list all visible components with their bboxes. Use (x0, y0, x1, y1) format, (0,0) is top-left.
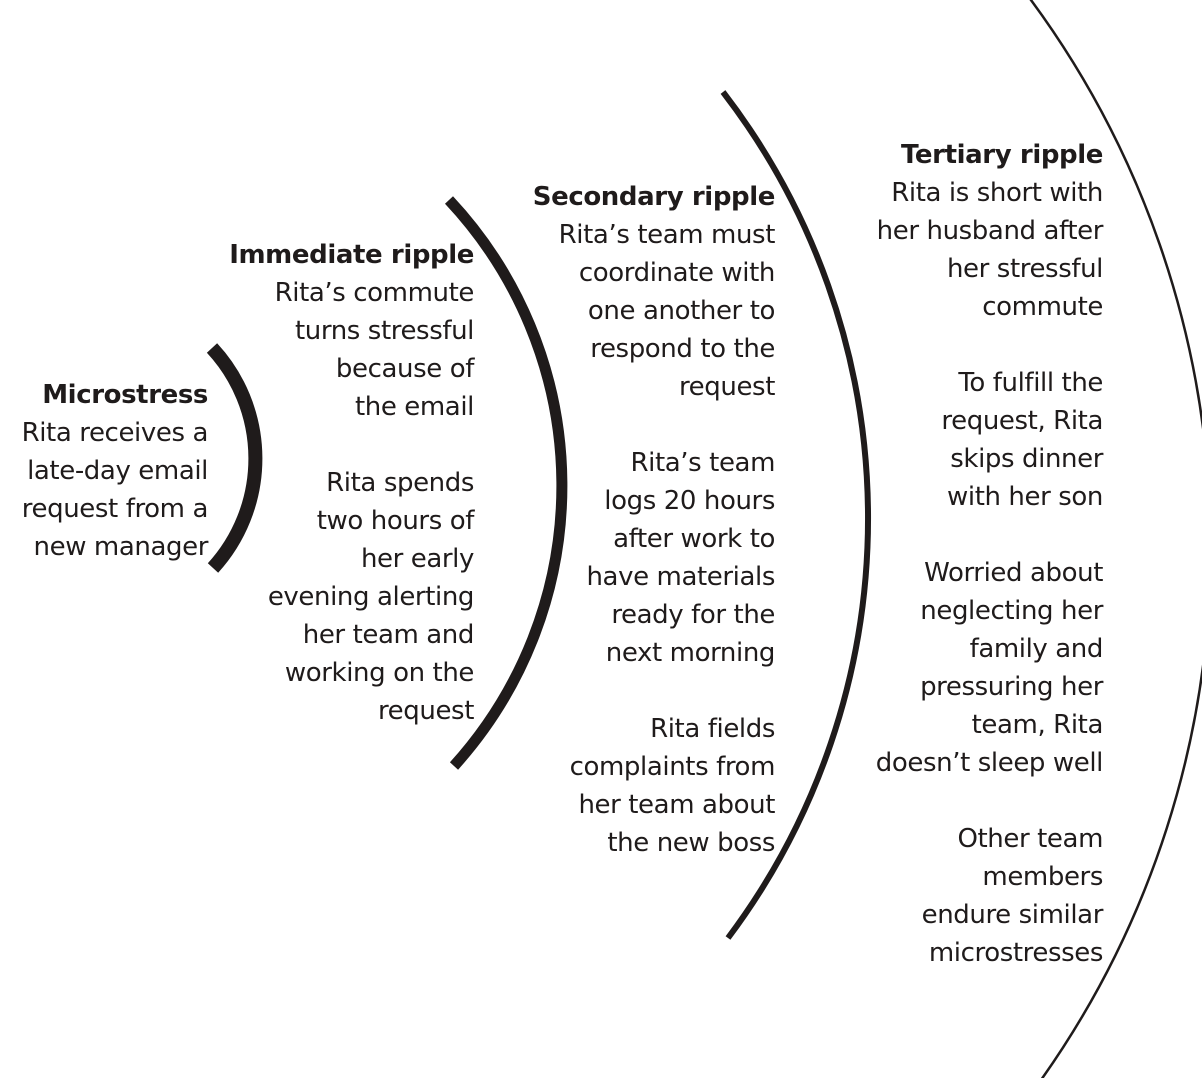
tertiary-ripple-paragraph: Rita is short with her husband after her… (876, 178, 1104, 322)
microstress-arc (206, 343, 263, 573)
secondary-ripple-paragraph: Rita’s team must coordinate with one ano… (558, 220, 776, 402)
tertiary-ripple-title: Tertiary ripple (901, 140, 1103, 170)
tertiary-ripple-block: Tertiary ripple Rita is short with her h… (843, 136, 1104, 972)
immediate-ripple-paragraph: Rita’s commute turns stressful because o… (274, 278, 475, 422)
secondary-ripple-arc (720, 90, 872, 940)
tertiary-ripple-paragraph: Other team members endure similar micros… (921, 824, 1104, 968)
secondary-ripple-paragraph: Rita fields complaints from her team abo… (569, 714, 776, 858)
secondary-ripple-paragraph: Rita’s team logs 20 hours after work to … (586, 448, 775, 668)
tertiary-ripple-arc (1029, 0, 1202, 1078)
tertiary-ripple-paragraph: Worried about neglecting her family and … (875, 558, 1104, 778)
secondary-ripple-block: Secondary ripple Rita’s team must coordi… (500, 178, 776, 862)
microstress-title: Microstress (42, 380, 208, 410)
immediate-ripple-title: Immediate ripple (229, 240, 474, 270)
secondary-ripple-title: Secondary ripple (532, 182, 776, 212)
tertiary-ripple-paragraph: To fulfill the request, Rita skips dinne… (941, 368, 1103, 512)
microstress-block: Microstress Rita receives a late-day ema… (0, 376, 209, 566)
immediate-ripple-paragraph: Rita spends two hours of her early eveni… (267, 468, 475, 726)
immediate-ripple-arc (444, 196, 568, 770)
microstress-paragraph: Rita receives a late-day email request f… (21, 418, 209, 562)
immediate-ripple-block: Immediate ripple Rita’s commute turns st… (228, 236, 474, 730)
